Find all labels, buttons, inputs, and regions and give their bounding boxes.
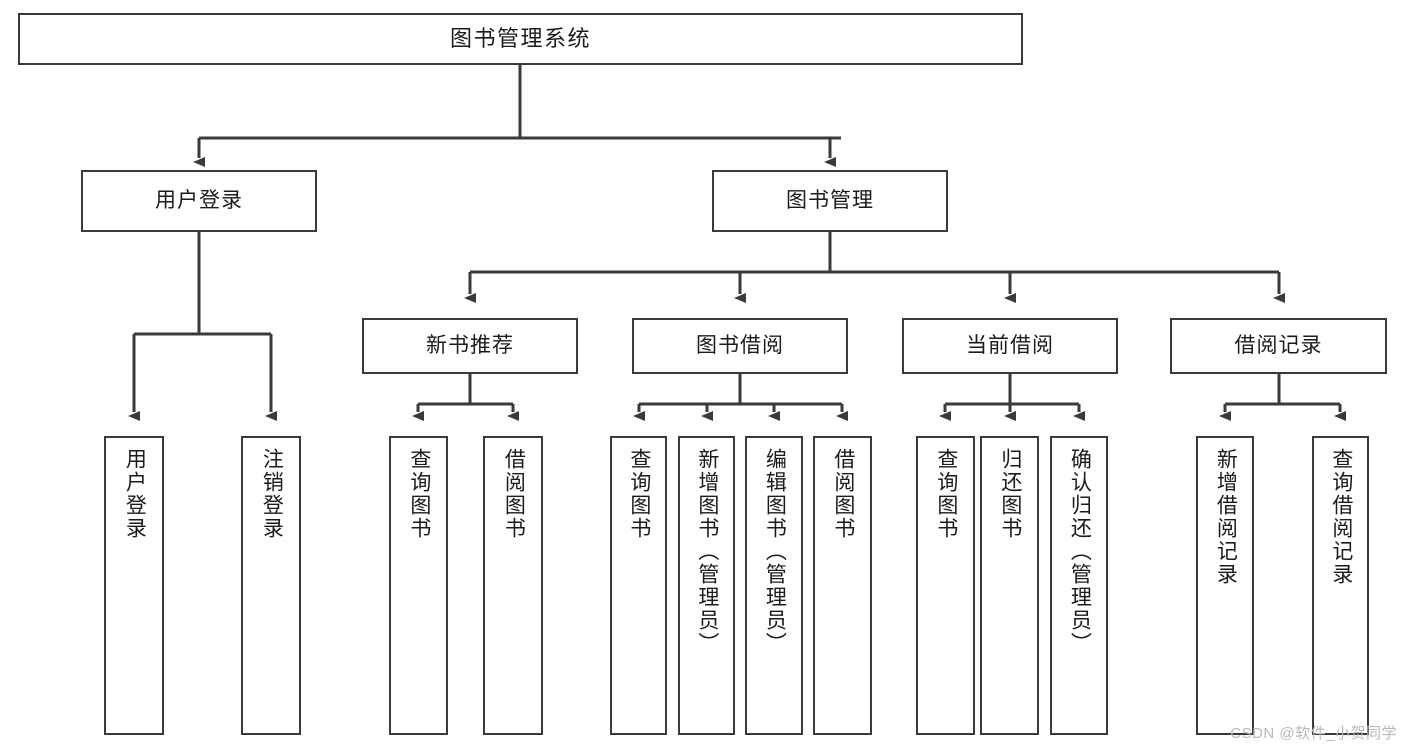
node-user-login-label: 用户登录: [155, 188, 243, 212]
node-user-login[interactable]: 用户登录: [81, 170, 317, 232]
node-leaf-return-book-label: 归还图书: [998, 448, 1022, 540]
node-leaf-query-book-1-label: 查询图书: [407, 448, 431, 540]
node-new-book-rec[interactable]: 新书推荐: [362, 318, 578, 374]
node-leaf-logout[interactable]: 注销登录: [241, 436, 301, 735]
node-borrow-record[interactable]: 借阅记录: [1170, 318, 1387, 374]
node-leaf-user-login[interactable]: 用户登录: [104, 436, 164, 735]
node-leaf-borrow-book-1[interactable]: 借阅图书: [483, 436, 543, 735]
node-leaf-query-book-3[interactable]: 查询图书: [916, 436, 975, 735]
node-leaf-borrow-book-1-label: 借阅图书: [502, 448, 526, 540]
node-current-borrow[interactable]: 当前借阅: [902, 318, 1118, 374]
node-leaf-query-book-3-label: 查询图书: [934, 448, 958, 540]
node-book-borrow-label: 图书借阅: [696, 333, 784, 357]
node-leaf-query-record-label: 查询借阅记录: [1329, 448, 1353, 586]
node-leaf-user-login-label: 用户登录: [123, 448, 147, 540]
node-leaf-borrow-book-2-label: 借阅图书: [831, 448, 855, 540]
node-leaf-return-book[interactable]: 归还图书: [980, 436, 1039, 735]
node-leaf-logout-label: 注销登录: [260, 448, 284, 540]
node-leaf-query-book-2[interactable]: 查询图书: [610, 436, 667, 735]
node-book-manage-label: 图书管理: [786, 188, 874, 212]
node-leaf-edit-book-label: 编辑图书（管理员）: [763, 448, 787, 655]
node-root[interactable]: 图书管理系统: [18, 13, 1023, 65]
node-leaf-query-book-1[interactable]: 查询图书: [389, 436, 448, 735]
node-leaf-add-record-label: 新增借阅记录: [1214, 448, 1238, 586]
node-leaf-add-record[interactable]: 新增借阅记录: [1196, 436, 1254, 735]
node-leaf-add-book-label: 新增图书（管理员）: [695, 448, 719, 655]
node-leaf-query-book-2-label: 查询图书: [627, 448, 651, 540]
node-leaf-confirm-return[interactable]: 确认归还（管理员）: [1050, 436, 1108, 735]
node-current-borrow-label: 当前借阅: [966, 333, 1054, 357]
node-book-borrow[interactable]: 图书借阅: [632, 318, 848, 374]
node-leaf-query-record[interactable]: 查询借阅记录: [1312, 436, 1369, 735]
node-leaf-add-book[interactable]: 新增图书（管理员）: [678, 436, 735, 735]
csdn-watermark: CSDN @软件_小贺同学: [1230, 725, 1397, 742]
node-root-label: 图书管理系统: [449, 26, 591, 52]
node-book-manage[interactable]: 图书管理: [712, 170, 948, 232]
node-borrow-record-label: 借阅记录: [1234, 333, 1323, 357]
node-new-book-rec-label: 新书推荐: [426, 333, 514, 357]
node-leaf-borrow-book-2[interactable]: 借阅图书: [813, 436, 872, 735]
node-leaf-confirm-return-label: 确认归还（管理员）: [1068, 448, 1092, 655]
node-leaf-edit-book[interactable]: 编辑图书（管理员）: [745, 436, 803, 735]
